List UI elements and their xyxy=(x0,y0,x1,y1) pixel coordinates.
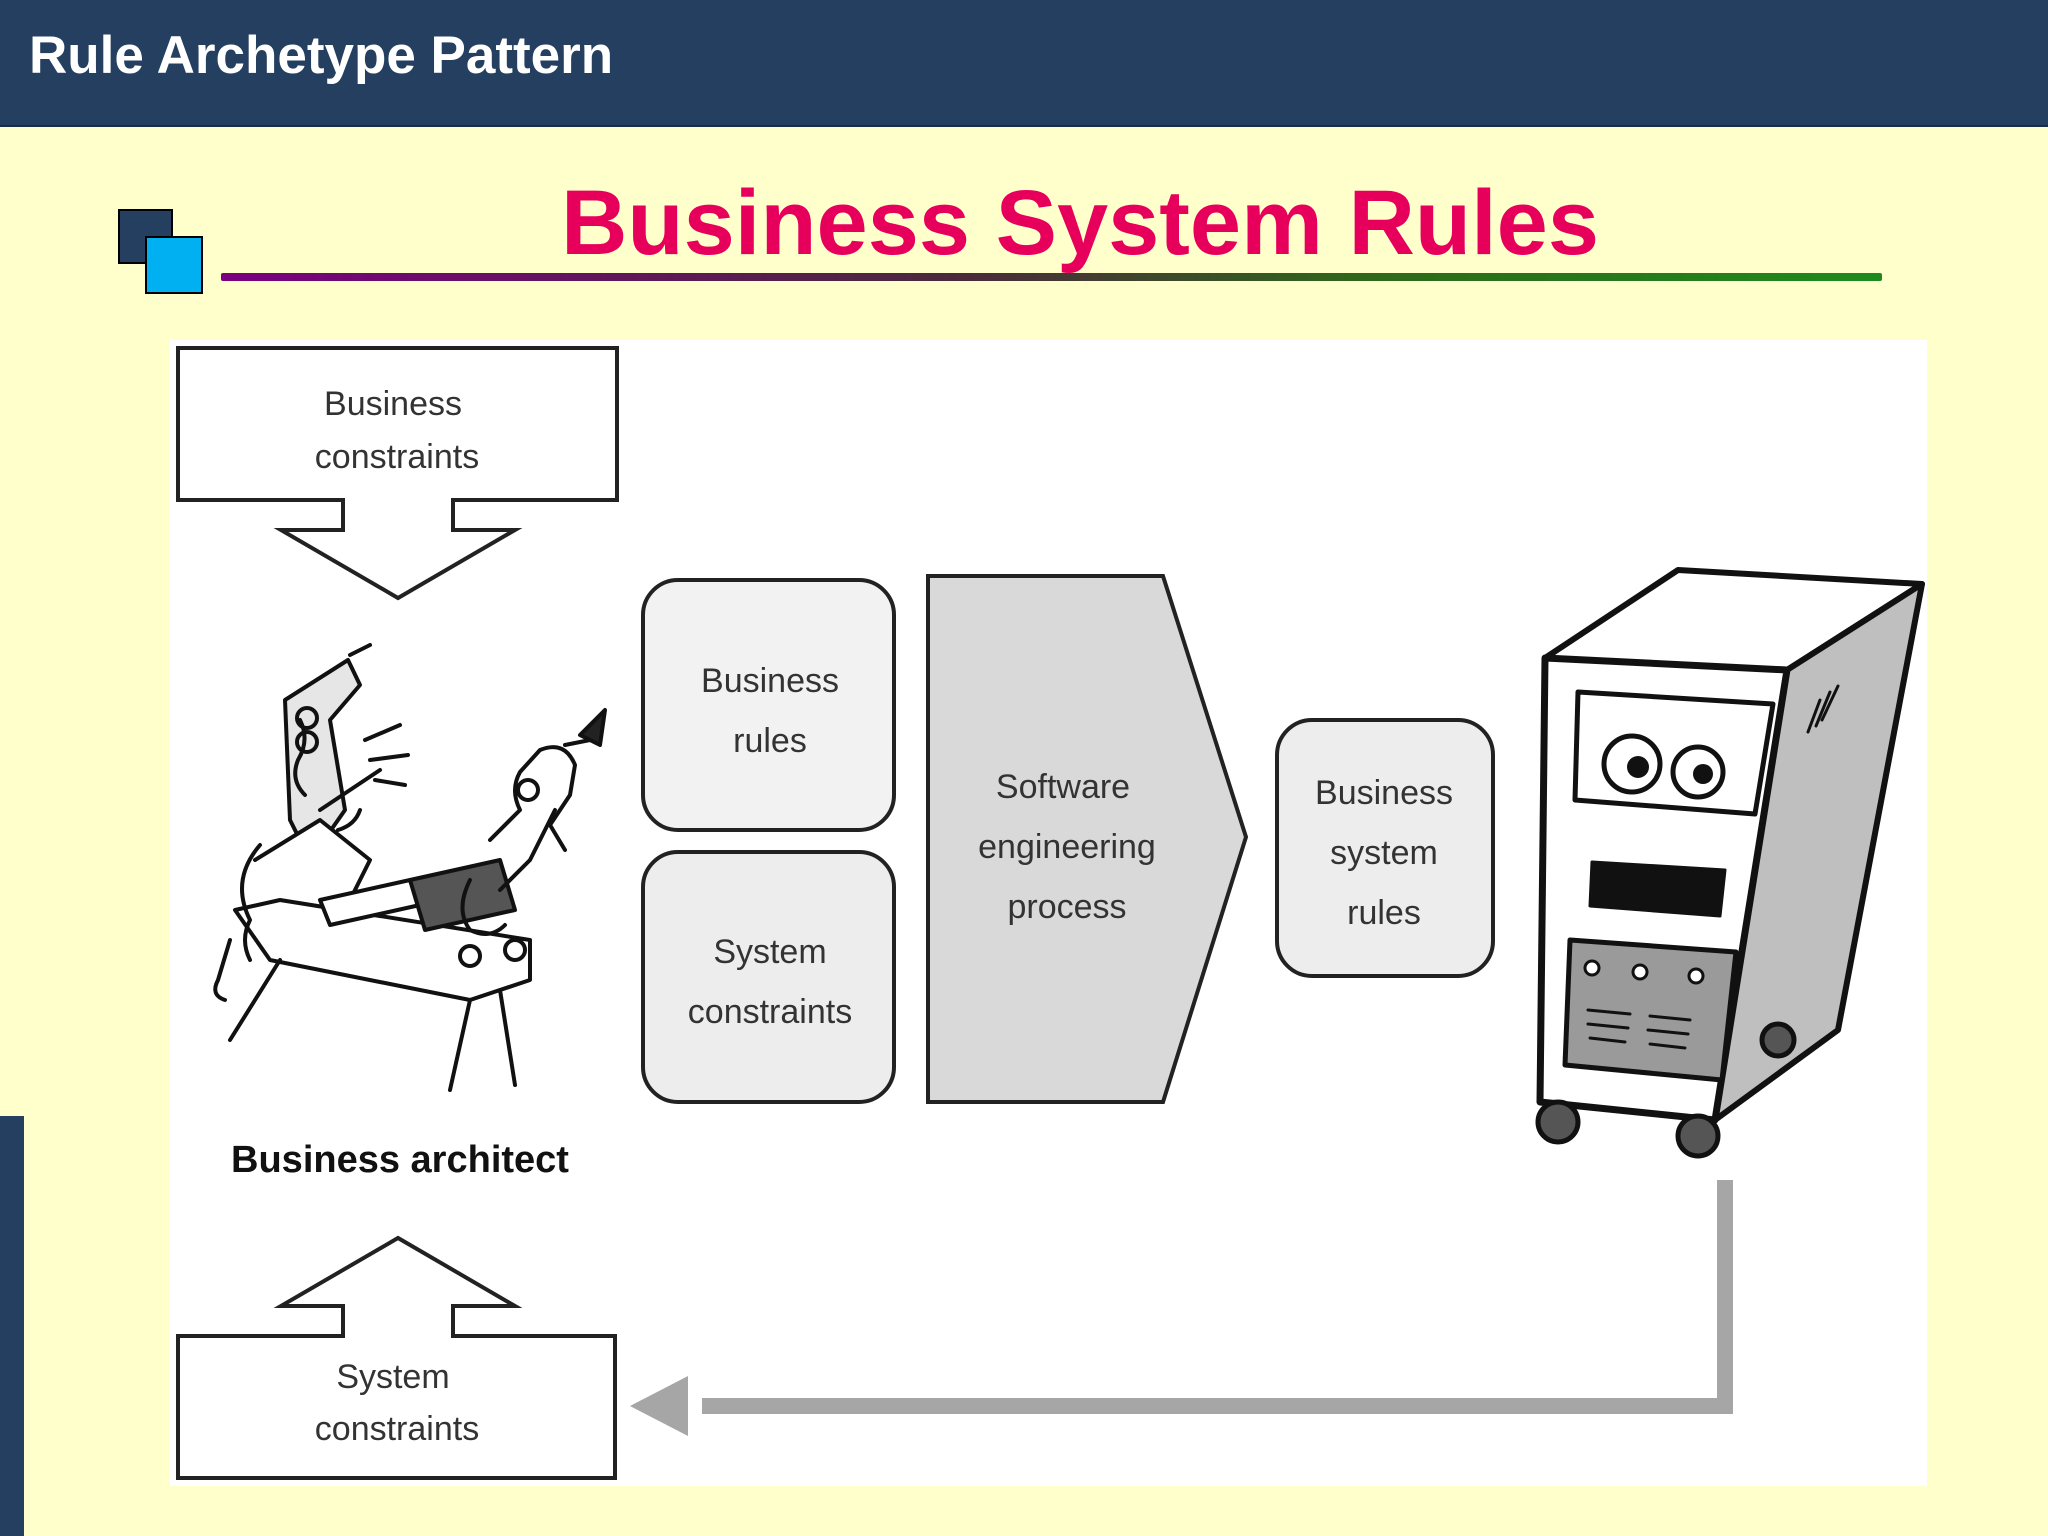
computer-server-illustration-icon xyxy=(1535,567,1925,1159)
business-rules-line1: Business xyxy=(701,662,839,700)
business-rules-box: Business rules xyxy=(641,578,896,832)
left-accent-stripe xyxy=(0,1116,24,1536)
header-bar: Rule Archetype Pattern xyxy=(0,0,2048,127)
title-bullet-square-light xyxy=(145,236,203,294)
business-architect-illustration-icon xyxy=(213,643,607,1092)
system-constraints-inner-line2: constraints xyxy=(688,993,852,1031)
process-line2: engineering xyxy=(978,828,1156,866)
business-constraints-line1: Business xyxy=(324,385,462,423)
business-constraints-line2: constraints xyxy=(315,438,479,476)
system-constraints-callout: System constraints xyxy=(176,1235,617,1480)
process-line3: process xyxy=(1007,888,1126,926)
business-constraints-callout: Business constraints xyxy=(176,346,619,601)
feedback-arrow xyxy=(630,1180,1733,1436)
business-architect-label: Business architect xyxy=(231,1139,569,1181)
process-line1: Software xyxy=(996,768,1130,806)
system-constraints-inner-line1: System xyxy=(713,933,826,971)
system-constraints-inner-box: System constraints xyxy=(641,850,896,1104)
business-system-rules-line3: rules xyxy=(1347,894,1421,932)
slide-title: Business System Rules xyxy=(560,172,1599,274)
business-system-rules-line1: Business xyxy=(1315,774,1453,812)
system-constraints-line2: constraints xyxy=(315,1410,479,1448)
business-system-rules-diagram: Business constraints xyxy=(170,340,1927,1486)
software-engineering-process-arrow: Software engineering process xyxy=(926,574,1249,1104)
business-system-rules-line2: system xyxy=(1330,834,1438,872)
header-title: Rule Archetype Pattern xyxy=(29,26,614,85)
business-rules-line2: rules xyxy=(733,722,807,760)
business-system-rules-box: Business system rules xyxy=(1275,718,1495,978)
system-constraints-line1: System xyxy=(336,1358,449,1396)
title-underline xyxy=(221,273,1882,281)
